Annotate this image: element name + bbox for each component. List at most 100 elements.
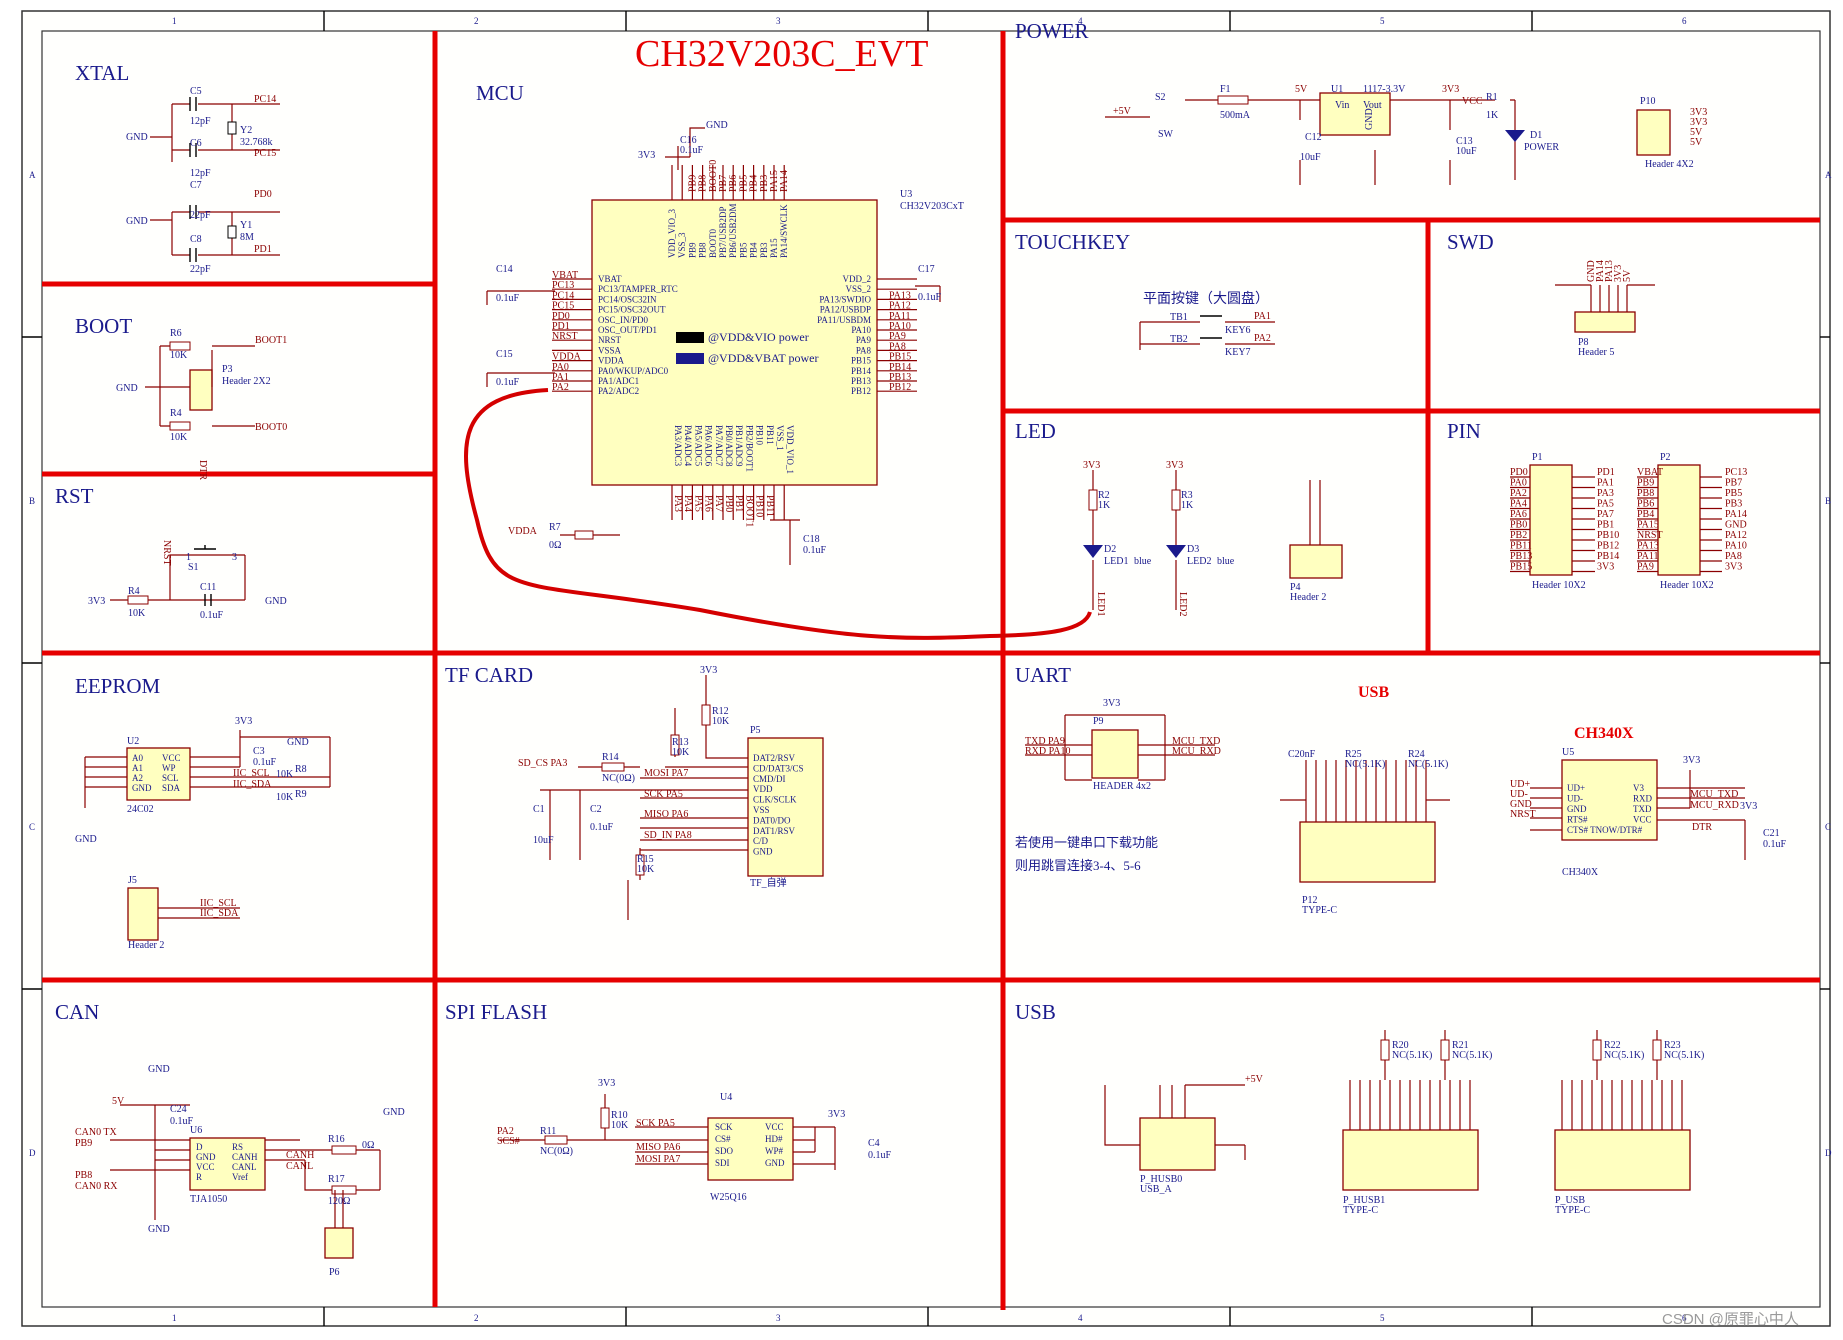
mcu-top-net: PB6	[728, 175, 739, 192]
tf-r12-body	[701, 704, 711, 726]
mcu-right-net: PB12	[889, 382, 911, 393]
mcu-bottom-pin: PB1/ADC9	[734, 425, 744, 467]
uart-ch340-pin-left: GND	[1567, 804, 1587, 814]
usb-typec-2: TYPE-C	[1555, 1205, 1590, 1216]
rst-c11-value: 0.1uF	[200, 610, 224, 621]
pin-p1-right-net: PD1	[1597, 467, 1615, 478]
uart-u5: U5	[1562, 747, 1574, 758]
led-led2: LED2	[1187, 556, 1211, 567]
tf-card-pin: C/D	[753, 836, 769, 846]
swd-pin-net: 5V	[1622, 269, 1633, 282]
mcu-top-net: PA15	[769, 170, 780, 192]
mcu-gnd-top: GND	[706, 120, 728, 131]
uart-r25: R25	[1345, 749, 1362, 760]
eeprom-pin-right: WP	[162, 763, 176, 773]
can-net-can0tx: CAN0 TX	[75, 1127, 118, 1138]
power-c13: C13	[1456, 136, 1473, 147]
tf-card-pin-labels: DAT2/RSVCD/DAT3/CSCMD/DIVDDCLK/SCLKVSSDA…	[753, 753, 804, 857]
tf-r14-value: NC(0Ω)	[602, 773, 635, 784]
mcu-right-pin: PB14	[851, 366, 872, 376]
boot-circuit	[145, 341, 255, 431]
boot-gnd: GND	[116, 383, 138, 394]
usb-p-usb: P_USB	[1555, 1195, 1585, 1206]
mcu-top-net: PB5	[738, 175, 749, 192]
mcu-right-pin: PB12	[851, 386, 871, 396]
mcu-top-pin: PA14/SWCLK	[779, 204, 789, 258]
spiflash-net-scs: SCS#	[497, 1136, 520, 1147]
uart-u5-name: CH340X	[1562, 867, 1599, 878]
mcu-top-pin: PB4	[749, 242, 759, 258]
usb-r22-body	[1592, 1039, 1602, 1061]
power-c12: C12	[1305, 132, 1322, 143]
xtal-c5: C5	[190, 86, 202, 97]
spiflash-pin-right: HD#	[765, 1134, 783, 1144]
can-u6: U6	[190, 1125, 202, 1136]
usb-p-husb0: P_HUSB0	[1140, 1174, 1182, 1185]
swd-p8: P8	[1578, 337, 1589, 348]
uart-net-nrst: NRST	[1510, 809, 1536, 820]
uart-net-mcu-txd: MCU_TXD	[1172, 736, 1220, 747]
tf-card-pin: CMD/DI	[753, 774, 786, 784]
mcu-top-net: PA14	[779, 170, 790, 192]
xtal-c6-value: 12pF	[190, 168, 211, 179]
mcu-bottom-pin: VSS_1	[775, 425, 785, 451]
uart-ch340-pin-left: UD+	[1567, 783, 1585, 793]
uart-ch340-pin-right: TXD	[1633, 804, 1652, 814]
pin-p1-name: Header 10X2	[1532, 580, 1586, 591]
eeprom-j5-sda: IIC_SDA	[200, 908, 239, 919]
mcu-c15-value: 0.1uF	[496, 377, 520, 388]
mcu-top-net: PB7	[718, 175, 729, 192]
uart-c20: C20nF	[1288, 749, 1316, 760]
eeprom-r8-value: 10K	[276, 769, 294, 780]
usb-net-5v: +5V	[1245, 1074, 1264, 1085]
grid-row-left: A	[29, 170, 36, 180]
can-net-pb9: PB9	[75, 1138, 92, 1149]
mcu-top-net: PB4	[749, 175, 760, 192]
mcu-bottom-net: PA5	[692, 495, 703, 512]
xtal-net-pd1: PD1	[254, 244, 272, 255]
tf-p5-name: TF_自弹	[750, 876, 787, 889]
spiflash-net-miso: MISO PA6	[636, 1142, 680, 1153]
power-r1: R1	[1486, 92, 1498, 103]
boot-r4: R4	[170, 408, 182, 419]
pin-p2-left-net: VBAT	[1637, 467, 1663, 478]
tf-r13-body	[670, 734, 680, 756]
power-vin: Vin	[1335, 100, 1349, 111]
spiflash-net-pa2: PA2	[497, 1126, 514, 1137]
mcu-top-pin: PB9	[687, 242, 697, 258]
mcu-right-net: PA10	[889, 321, 911, 332]
can-pin-right: Vref	[232, 1172, 248, 1182]
tf-r13: R13	[672, 737, 689, 748]
mcu-right-pin: PA13/SWDIO	[819, 294, 871, 304]
spiflash-pin-right: VCC	[765, 1122, 784, 1132]
led-net-led2: LED2	[1177, 592, 1188, 616]
mcu-right-pin: PA9	[856, 335, 872, 345]
uart-3v3-c21: 3V3	[1740, 801, 1757, 812]
pin-p2-right-net: GND	[1725, 520, 1747, 531]
can-gnd-right: GND	[383, 1107, 405, 1118]
uart-r24: R24	[1408, 749, 1425, 760]
swd-pin-net: PA14	[1595, 260, 1606, 282]
mcu-bottom-pin: PA3/ADC3	[673, 425, 683, 467]
pin-p1-left-net: PA4	[1510, 499, 1527, 510]
led-blue-1: blue	[1134, 556, 1152, 567]
uart-p12: P12	[1302, 895, 1318, 906]
can-gnd-bottom: GND	[148, 1224, 170, 1235]
spiflash-net-sck: SCK PA5	[636, 1118, 675, 1129]
boot-net-boot1: BOOT1	[255, 335, 287, 346]
usb-r20: R20	[1392, 1040, 1409, 1051]
can-pin-left: R	[196, 1172, 202, 1182]
boot-p3: P3	[222, 364, 233, 375]
pin-p2-left-net: PB4	[1637, 509, 1654, 520]
led-d3: D3	[1187, 544, 1199, 555]
power-p10-net: 3V3	[1690, 107, 1707, 118]
uart-p12-wires	[1280, 760, 1450, 822]
mcu-r7: R7	[549, 522, 561, 533]
mcu-right-net: PB13	[889, 372, 911, 383]
pin-p2-right-net: PA14	[1725, 509, 1747, 520]
pin-p1-right-net: PB1	[1597, 520, 1614, 531]
power-d1: D1	[1530, 130, 1542, 141]
xtal-c7-value: 22pF	[190, 210, 211, 221]
mcu-left-pin: PA0/WKUP/ADC0	[598, 366, 669, 376]
touchkey-tb1: TB1	[1170, 312, 1188, 323]
